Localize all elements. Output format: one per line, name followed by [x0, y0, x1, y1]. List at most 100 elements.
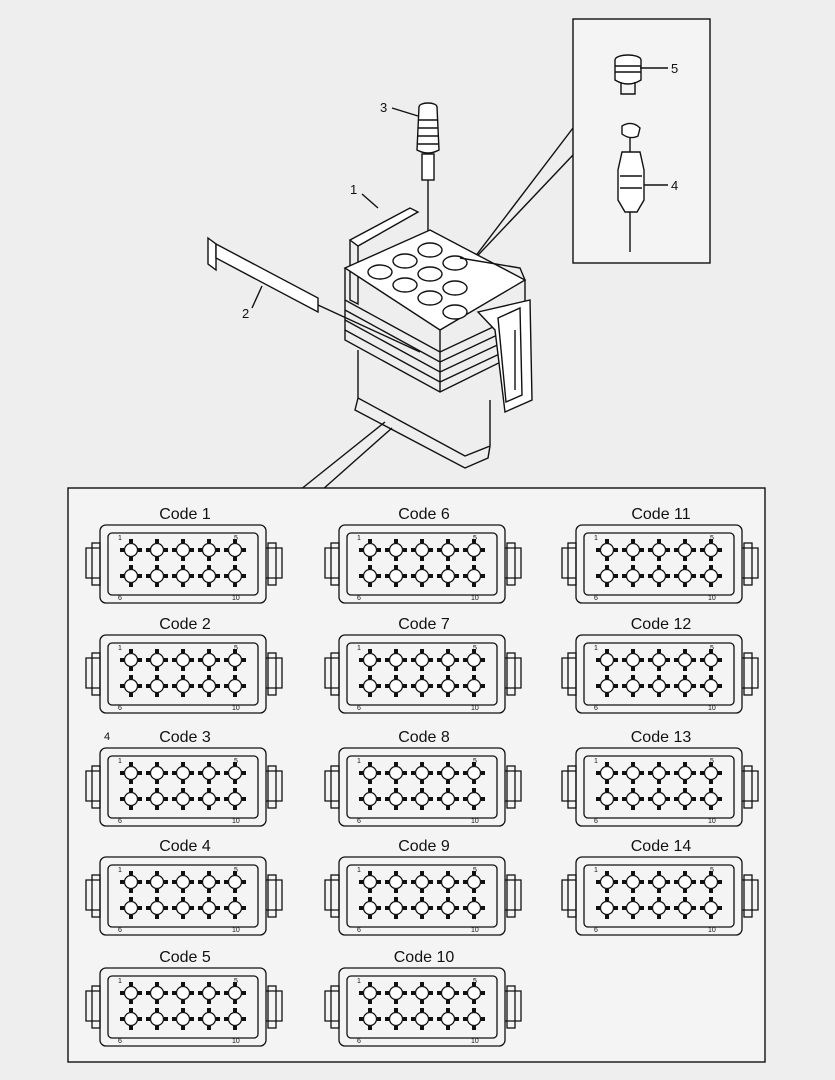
seal-plug [614, 54, 642, 95]
pin-cavity [463, 649, 485, 671]
pin-cavity [648, 788, 670, 810]
connector-face [583, 755, 735, 819]
pin-cavity [198, 788, 220, 810]
pin-cavity [198, 871, 220, 893]
pin-cavity [437, 762, 459, 784]
pin-cavity [411, 897, 433, 919]
pin-number: 1 [594, 758, 598, 765]
pin-cavity [437, 871, 459, 893]
connector-housing [343, 207, 533, 469]
pin-cavity [463, 675, 485, 697]
pin-cavity [648, 675, 670, 697]
pin-cavity [596, 675, 618, 697]
pin-number: 5 [473, 535, 477, 542]
right-flange [266, 547, 283, 579]
connector-outline [338, 967, 506, 1047]
pin-number: 10 [471, 595, 479, 602]
connector-face [583, 864, 735, 928]
pin-cavity [385, 539, 407, 561]
pin-cavity [411, 1008, 433, 1030]
pin-cavity [648, 539, 670, 561]
pin-cavity [622, 762, 644, 784]
connector-face [346, 755, 498, 819]
pin-cavity [172, 675, 194, 697]
right-flange [266, 990, 283, 1022]
pin-cavity [411, 762, 433, 784]
right-flange [505, 990, 522, 1022]
connector-outline [338, 856, 506, 936]
pin-cavity [359, 1008, 381, 1030]
pin-cavity [700, 539, 722, 561]
right-flange [742, 657, 759, 689]
pin-cavity [385, 871, 407, 893]
pin-cavity [172, 897, 194, 919]
pin-number: 5 [710, 645, 714, 652]
pin-cavity [700, 675, 722, 697]
pin-number: 10 [708, 927, 716, 934]
pin-number: 5 [473, 758, 477, 765]
pin-cavity [622, 565, 644, 587]
connector-outline [99, 524, 267, 604]
connector-face [107, 864, 259, 928]
right-latch [743, 652, 753, 696]
pin-number: 10 [471, 1038, 479, 1045]
pin-number: 6 [118, 705, 122, 712]
connector-face [583, 532, 735, 596]
pin-cavity [463, 788, 485, 810]
pin-cavity [198, 539, 220, 561]
left-flange [561, 770, 576, 802]
pin-cavity [463, 565, 485, 587]
pin-cavity [146, 649, 168, 671]
pin-cavity [359, 762, 381, 784]
pin-cavity [596, 897, 618, 919]
pin-cavity [437, 675, 459, 697]
pin-cavity [172, 788, 194, 810]
pin-cavity [172, 871, 194, 893]
pin-number: 1 [594, 535, 598, 542]
pin-cavity [385, 675, 407, 697]
connector-face [107, 642, 259, 706]
connector-face [346, 532, 498, 596]
pin-cavity [198, 1008, 220, 1030]
connector-outline [338, 747, 506, 827]
pin-number: 1 [357, 867, 361, 874]
pin-cavity [120, 871, 142, 893]
pin-cavity [120, 539, 142, 561]
pin-number: 10 [232, 705, 240, 712]
pin-cavity [596, 539, 618, 561]
pin-cavity [622, 649, 644, 671]
pin-cavity [359, 565, 381, 587]
pin-number: 5 [473, 978, 477, 985]
pin-cavity [146, 788, 168, 810]
callout-2: 2 [242, 306, 249, 321]
pin-number: 6 [594, 705, 598, 712]
pin-cavity [437, 565, 459, 587]
pin-cavity [411, 788, 433, 810]
pin-cavity [596, 565, 618, 587]
pin-cavity [700, 649, 722, 671]
pin-cavity [385, 565, 407, 587]
pin-cavity [648, 871, 670, 893]
pin-number: 5 [710, 758, 714, 765]
pin-cavity [596, 762, 618, 784]
pin-cavity [463, 982, 485, 1004]
exploded-view [207, 18, 711, 491]
pin-cavity [359, 675, 381, 697]
pin-cavity [411, 565, 433, 587]
pin-cavity [437, 982, 459, 1004]
pin-cavity [463, 1008, 485, 1030]
pin-number: 6 [357, 595, 361, 602]
pin-number: 6 [118, 1038, 122, 1045]
left-flange [85, 879, 100, 911]
pin-cavity [359, 788, 381, 810]
pin-cavity [674, 649, 696, 671]
right-latch [506, 652, 516, 696]
left-flange [85, 657, 100, 689]
callout-1: 1 [350, 182, 357, 197]
code-label: Code 9 [398, 838, 450, 855]
